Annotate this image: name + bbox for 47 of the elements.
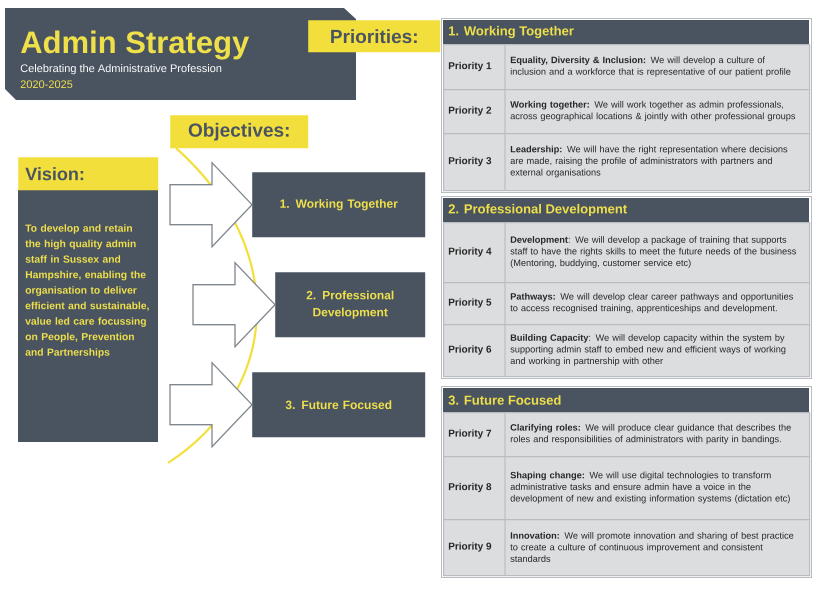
block-arrow <box>169 361 253 448</box>
objective-box: 2. Professional Development <box>275 272 426 338</box>
block-arrow <box>169 161 253 248</box>
priority-row <box>443 456 810 520</box>
priority-label: Priority 5 <box>448 298 492 308</box>
priority-label: Priority 8 <box>448 482 492 492</box>
priority-row <box>443 133 810 192</box>
priority-text: Equality, Diversity & Inclusion: We will develop a culture of inclusion and a workforce that is representative of our patient profile <box>510 56 790 77</box>
priority-row <box>443 222 810 284</box>
priority-text: Building Capacity: We will develop capacity within the system by supporting admin staff to embed new and efficient ways of working and working in partnership with other <box>510 334 786 366</box>
priority-row <box>443 412 810 458</box>
priority-label: Priority 9 <box>448 542 492 552</box>
vision-text: To develop and retain the high quality admin staff in Sussex and Hampshire, enabling the organisation to deliver efficient and sustainable, value led care focussing on People, Prevention and Partnerships <box>25 224 149 358</box>
priority-text: Pathways: We will develop clear career pathways and opportunities to access recognised training, apprenticeships and development. <box>510 292 793 314</box>
priority-row <box>443 44 810 90</box>
priority-text: Innovation: We will promote innovation and sharing of best practice to create a culture of continuous improvement and consistent standards <box>510 532 794 562</box>
priority-text: Working together: We will work together as admin professionals, across geographical locations & jointly with other professional groups <box>510 100 796 122</box>
priority-label: Priority 6 <box>448 345 492 355</box>
priority-label: Priority 7 <box>448 429 492 439</box>
priority-row <box>443 324 810 378</box>
panel-heading: 1. Working Together <box>449 26 574 38</box>
priority-row <box>443 89 810 134</box>
priority-row <box>443 282 810 326</box>
block-arrow <box>192 261 276 348</box>
priority-text: Leadership: We will have the right representation where decisions are made, raising the profile of administrators with partners and external organisations <box>510 146 788 178</box>
objective-box: 3. Future Focused <box>252 372 426 438</box>
priority-label: Priority 3 <box>448 156 492 166</box>
priority-row <box>443 519 810 576</box>
priority-label: Priority 1 <box>448 62 492 72</box>
vision-heading: Vision: <box>18 157 158 190</box>
priority-panel <box>441 18 812 193</box>
priority-text: Development: We will develop a package of training that supports staff to have the rights skills to meet the future needs of the business (Mentoring, buddying, customer service etc) <box>510 236 796 268</box>
priority-text: Shaping change: We will use digital technologies to transform administrative tasks and ensure admin have a voice in the development of new and existing information systems (dictation etc) <box>510 472 790 504</box>
priority-panel <box>441 386 812 578</box>
priority-text: Clarifying roles: We will produce clear guidance that describes the roles and responsibilities of administrators with parity in bandings. <box>510 424 791 444</box>
priority-panel <box>441 196 812 379</box>
vision-panel <box>18 157 158 442</box>
priority-label: Priority 2 <box>448 106 492 116</box>
priority-label: Priority 4 <box>448 247 492 257</box>
subtitle: Celebrating the Administrative Profession <box>20 64 222 74</box>
year-text: 2020-2025 <box>20 80 72 88</box>
objective-box: 1. Working Together <box>252 172 426 238</box>
heading-tag: Objectives: <box>170 115 308 148</box>
heading: Admin Strategy <box>20 30 250 60</box>
heading-tag: Priorities: <box>308 20 440 52</box>
panel-heading: 2. Professional Development <box>448 204 627 216</box>
panel-heading: 3. Future Focused <box>448 395 560 405</box>
